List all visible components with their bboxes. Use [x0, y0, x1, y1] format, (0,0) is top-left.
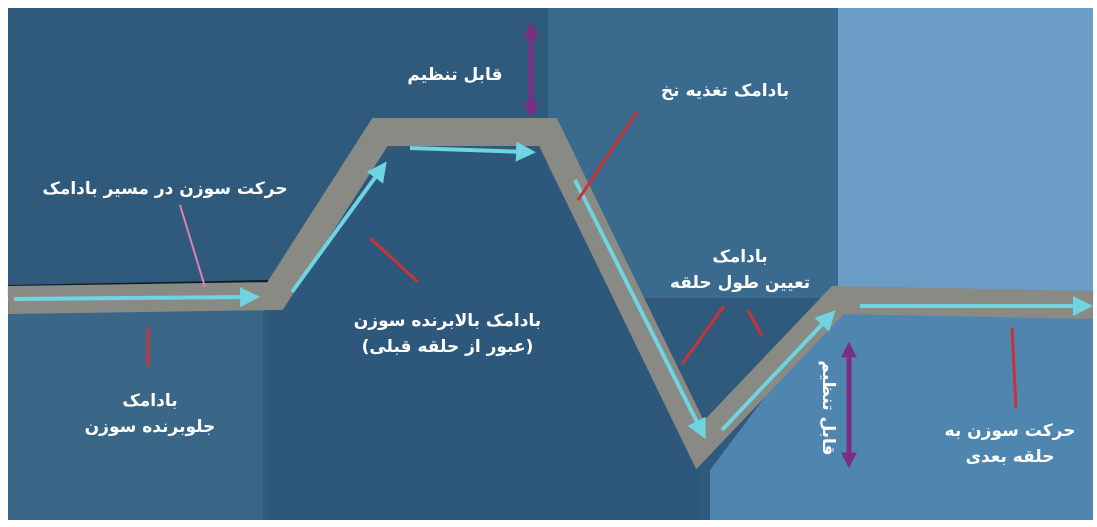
pointer-feed-cam	[576, 111, 639, 201]
cam-track	[7, 118, 1094, 470]
label-needle-path-along-cam: حرکت سوزن در مسیر بادامک	[42, 179, 288, 199]
label-forward-cam: بادامک جلوبرنده سوزن	[60, 388, 240, 440]
label-next-loop-line2: حلقه بعدی	[965, 447, 1055, 467]
pointer-loop-length-a	[680, 305, 726, 365]
needle-arrow-descend	[573, 179, 706, 440]
lower-left-block	[8, 300, 263, 520]
upper-right-block	[838, 8, 1093, 293]
pointer-needle-path	[179, 204, 206, 288]
needle-arrow-climb	[720, 310, 836, 432]
label-adjustable-vertical: قابل تنظیم	[818, 360, 838, 456]
label-forward-cam-line2: جلوبرنده سوزن	[84, 417, 216, 437]
needle-arrow-forward	[13, 287, 260, 308]
label-raising-cam: بادامک بالابرنده سوزن (عبور از حلقه قبلی…	[325, 308, 570, 360]
label-loop-length-cam-line1: بادامک	[712, 247, 768, 267]
label-adjustable-top: قابل تنظیم	[407, 65, 503, 85]
needle-arrow-top	[409, 141, 536, 162]
needle-arrow-rise	[290, 161, 387, 294]
label-raising-cam-line2: (عبور از حلقه قبلی)	[361, 337, 534, 357]
label-loop-length-cam: بادامک تعیین طول حلقه	[650, 244, 830, 296]
label-next-loop: حرکت سوزن به حلقه بعدی	[930, 418, 1090, 470]
pointer-loop-length-b	[746, 309, 764, 337]
label-raising-cam-line1: بادامک بالابرنده سوزن	[353, 311, 542, 331]
lower-right-block	[710, 300, 1093, 520]
label-next-loop-line1: حرکت سوزن به	[944, 421, 1076, 441]
pointer-next-loop	[1010, 327, 1018, 409]
label-forward-cam-line1: بادامک	[122, 391, 178, 411]
label-thread-feed-cam: بادامک تغذیه نخ	[660, 81, 790, 101]
label-loop-length-cam-line2: تعیین طول حلقه	[669, 273, 811, 293]
pointer-raising-cam	[368, 236, 420, 284]
